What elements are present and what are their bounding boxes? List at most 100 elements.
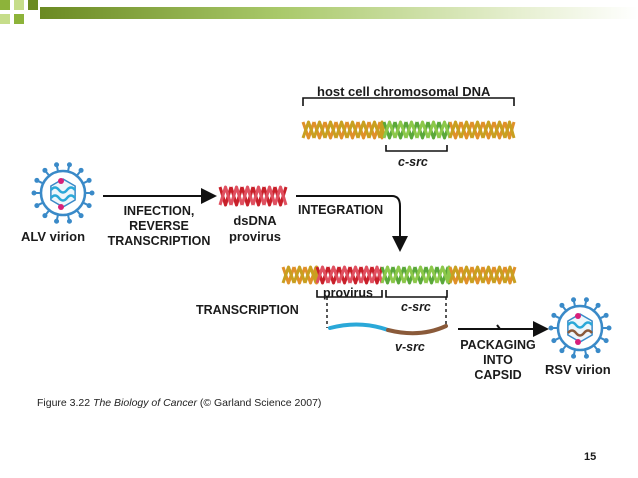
dna-strand-segment bbox=[356, 120, 371, 139]
infection-text: INFECTION, bbox=[123, 204, 195, 218]
dna-strand-segment bbox=[382, 121, 397, 140]
dna-strand-segment bbox=[337, 266, 352, 285]
integration-label: INTEGRATION bbox=[298, 203, 384, 217]
virion-protein bbox=[575, 339, 581, 345]
rna-transcript-brown bbox=[386, 324, 448, 336]
dna-strand-segment bbox=[348, 266, 363, 285]
virion-spike-tip bbox=[66, 218, 72, 224]
dna-strand-segment bbox=[402, 265, 417, 284]
virion-rna bbox=[50, 186, 76, 194]
host-dna-helix-integrated bbox=[281, 265, 517, 285]
caption-book-title: The Biology of Cancer bbox=[93, 397, 197, 409]
dna-strand-segment bbox=[251, 185, 266, 206]
host-dna-helix-top bbox=[301, 120, 516, 140]
dna-strand-segment bbox=[459, 266, 474, 285]
alv-virion-label: ALV virion bbox=[21, 229, 86, 244]
virion-spike-tip bbox=[595, 302, 601, 308]
virion-spike-tip bbox=[551, 338, 557, 344]
dna-strand-segment bbox=[303, 266, 318, 285]
virion-spike-tip bbox=[571, 297, 577, 303]
virion-protein bbox=[58, 178, 64, 184]
dna-strand-segment bbox=[348, 265, 363, 284]
dna-strand-segment bbox=[426, 120, 441, 139]
title-decoration bbox=[0, 0, 638, 28]
dna-strand-segment bbox=[251, 186, 266, 207]
dna-strand-segment bbox=[218, 185, 233, 206]
virion-protein bbox=[575, 313, 581, 319]
into-text: INTO bbox=[483, 353, 513, 367]
dsdna-text: dsDNA bbox=[233, 213, 277, 228]
dna-strand-segment bbox=[380, 266, 395, 285]
dna-strand-segment bbox=[437, 121, 452, 140]
dna-strand-segment bbox=[503, 120, 516, 139]
dna-strand-segment bbox=[459, 121, 474, 140]
rsv-virion-label: RSV virion bbox=[545, 362, 611, 377]
dna-strand-segment bbox=[437, 120, 452, 139]
dna-strand-segment bbox=[334, 121, 349, 140]
dna-strand-segment bbox=[359, 265, 374, 284]
dna-strand-segment bbox=[492, 266, 507, 285]
dna-strand-segment bbox=[303, 265, 318, 284]
dna-strand-segment bbox=[262, 186, 277, 207]
dna-strand-segment bbox=[470, 265, 485, 284]
dna-strand-segment bbox=[470, 266, 485, 285]
virion-spike-tip bbox=[54, 218, 60, 224]
dna-strand-segment bbox=[273, 186, 288, 207]
dna-strand-segment bbox=[481, 120, 496, 139]
virion-spike-tip bbox=[31, 190, 37, 196]
dna-strand-segment bbox=[402, 266, 417, 285]
host-dna-bracket bbox=[302, 97, 515, 106]
dna-strand-segment bbox=[448, 265, 463, 284]
dna-strand-segment bbox=[359, 266, 374, 285]
provirus-label-lower: provirus bbox=[323, 286, 374, 300]
integration-arrow bbox=[296, 195, 408, 252]
dna-strand-segment bbox=[424, 265, 439, 284]
dna-strand-segment bbox=[370, 266, 384, 285]
dna-strand-segment bbox=[315, 265, 330, 284]
virion-spike-tip bbox=[34, 203, 40, 209]
dna-strand-segment bbox=[240, 186, 255, 207]
virion-spike-tip bbox=[66, 162, 72, 168]
dna-strand-segment bbox=[459, 120, 474, 139]
virion-spike-tip bbox=[603, 338, 609, 344]
dna-strand-segment bbox=[312, 120, 327, 139]
packaging-label: PACKAGING INTO CAPSID bbox=[452, 338, 544, 383]
virion-spike-tip bbox=[603, 312, 609, 318]
c-src-bracket-top bbox=[385, 145, 448, 152]
dna-strand-segment bbox=[323, 120, 338, 139]
dna-strand-segment bbox=[415, 120, 430, 139]
dna-strand-segment bbox=[413, 265, 428, 284]
dna-strand-segment bbox=[503, 265, 517, 284]
dna-strand-segment bbox=[415, 121, 430, 140]
dna-strand-segment bbox=[337, 265, 352, 284]
transcription-upper-text: TRANSCRIPTION bbox=[107, 234, 211, 248]
dna-strand-segment bbox=[470, 120, 485, 139]
dna-strand-segment bbox=[481, 266, 496, 285]
virion-spike-tip bbox=[583, 353, 589, 359]
dna-strand-segment bbox=[292, 265, 307, 284]
virion-spike-tip bbox=[571, 353, 577, 359]
dna-strand-segment bbox=[448, 120, 463, 139]
virion-spike-tip bbox=[595, 348, 601, 354]
dna-strand-segment bbox=[262, 185, 277, 206]
dna-strand-segment bbox=[378, 120, 386, 139]
dna-strand-segment bbox=[229, 186, 244, 207]
virion-rna bbox=[567, 321, 593, 329]
virion-spike-tip bbox=[606, 325, 612, 331]
provirus-bracket-lower bbox=[316, 290, 383, 298]
dna-strand-segment bbox=[370, 265, 384, 284]
dna-strand-segment bbox=[229, 185, 244, 206]
dna-strand-segment bbox=[404, 121, 419, 140]
dna-strand-segment bbox=[292, 266, 307, 285]
page-number: 15 bbox=[584, 451, 597, 463]
caption-suffix: (© Garland Science 2007) bbox=[196, 397, 322, 409]
dna-strand-segment bbox=[435, 266, 450, 285]
dna-strand-segment bbox=[481, 121, 496, 140]
c-src-label-lower: c-src bbox=[401, 300, 431, 314]
virion-spike-tip bbox=[34, 177, 40, 183]
dna-strand-segment bbox=[334, 120, 349, 139]
dna-strand-segment bbox=[281, 266, 296, 285]
dna-strand-segment bbox=[492, 265, 507, 284]
c-src-bracket-lower bbox=[385, 290, 448, 298]
capsid-text: CAPSID bbox=[474, 368, 522, 382]
